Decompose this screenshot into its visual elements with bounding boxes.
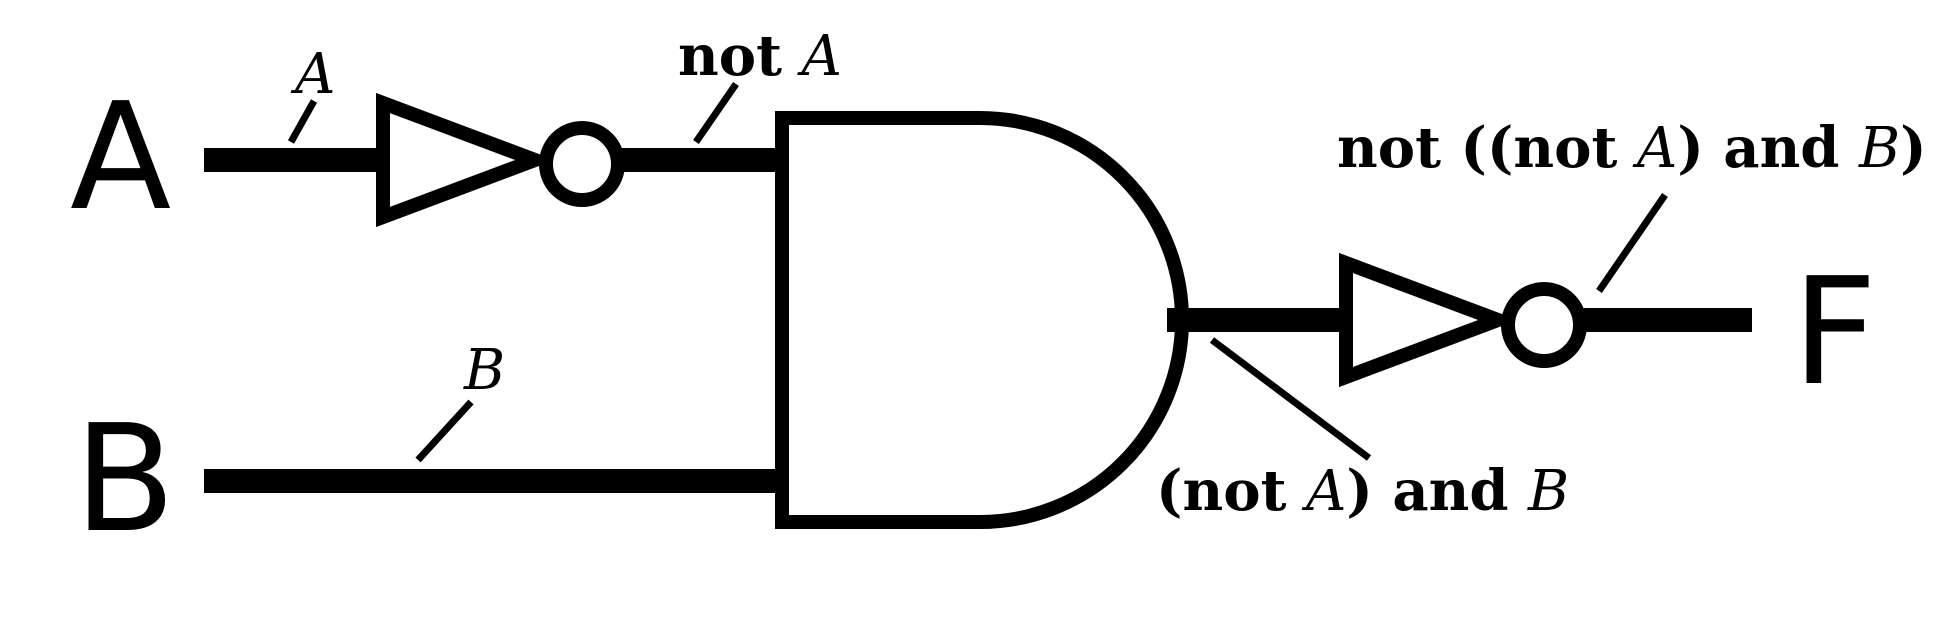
and-gate bbox=[775, 111, 1189, 529]
not-gate-output bbox=[1339, 252, 1518, 388]
wire-label-a: A bbox=[290, 42, 335, 107]
input-a-label: A bbox=[70, 71, 171, 243]
expr-final: not ((not A) and B) bbox=[1337, 115, 1927, 181]
leader-a bbox=[287, 99, 318, 144]
not-gate-a-bubble bbox=[539, 121, 625, 207]
wire-label-b: B bbox=[463, 338, 505, 403]
output-f-label: F bbox=[1792, 246, 1877, 418]
leader-final bbox=[1596, 193, 1668, 293]
leader-and-term bbox=[1209, 337, 1372, 461]
expr-not-a: not A bbox=[678, 23, 842, 89]
input-b-label: B bbox=[74, 393, 176, 565]
not-gate-a bbox=[376, 92, 555, 228]
leader-not-a bbox=[693, 82, 739, 144]
leader-b bbox=[415, 399, 474, 463]
expr-and-term: (not A) and B bbox=[1156, 458, 1569, 524]
not-gate-output-bubble bbox=[1501, 282, 1587, 368]
